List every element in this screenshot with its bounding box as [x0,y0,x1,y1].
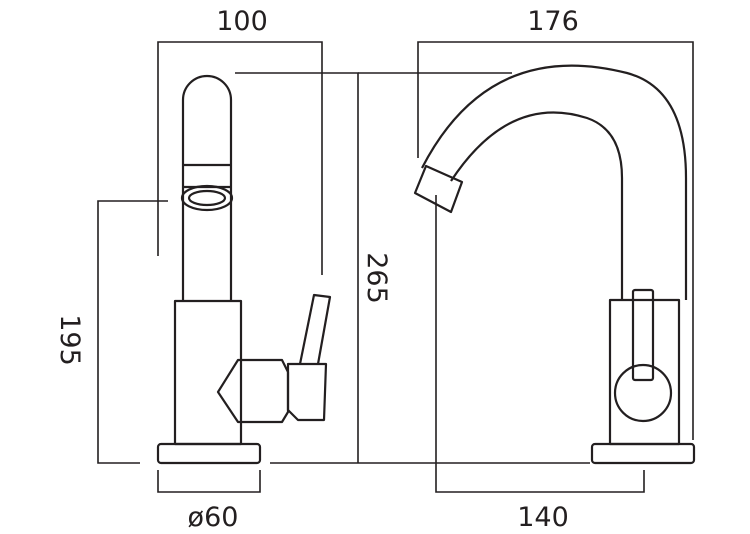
side-base-plate [156,442,262,465]
side-aerator [180,184,234,212]
front-view-tap [413,64,696,465]
dimension-lines [97,41,694,493]
front-spout-band [413,164,464,214]
side-aerator-inner [187,189,227,207]
front-spout-inner [450,111,624,300]
dim-line-140 [435,195,645,493]
dim-line-diameter [157,470,261,493]
label-100: 100 [216,6,268,37]
front-lever-stem [631,288,655,382]
dim-line-195 [97,200,168,464]
side-lever-handle [298,293,332,365]
side-lever-housing [216,358,290,424]
side-spout-stem [181,74,233,301]
label-176: 176 [527,6,579,37]
front-body [608,298,681,446]
label-265: 265 [361,252,392,304]
label-195: 195 [54,314,85,366]
front-base-plate [590,442,696,465]
side-body [173,299,243,446]
dimension-labels: 100 176 265 195 ø60 140 [54,6,579,533]
dim-line-176 [417,41,694,440]
front-spout-outer [421,64,688,300]
side-spout-band [183,163,231,189]
dim-line-265 [235,72,359,463]
label-140: 140 [517,502,569,533]
side-lever-sleeve [286,362,328,422]
side-view-tap [156,74,332,465]
label-diameter: ø60 [188,502,239,533]
dim-line-100 [157,41,323,275]
front-lever-knob [613,363,673,423]
